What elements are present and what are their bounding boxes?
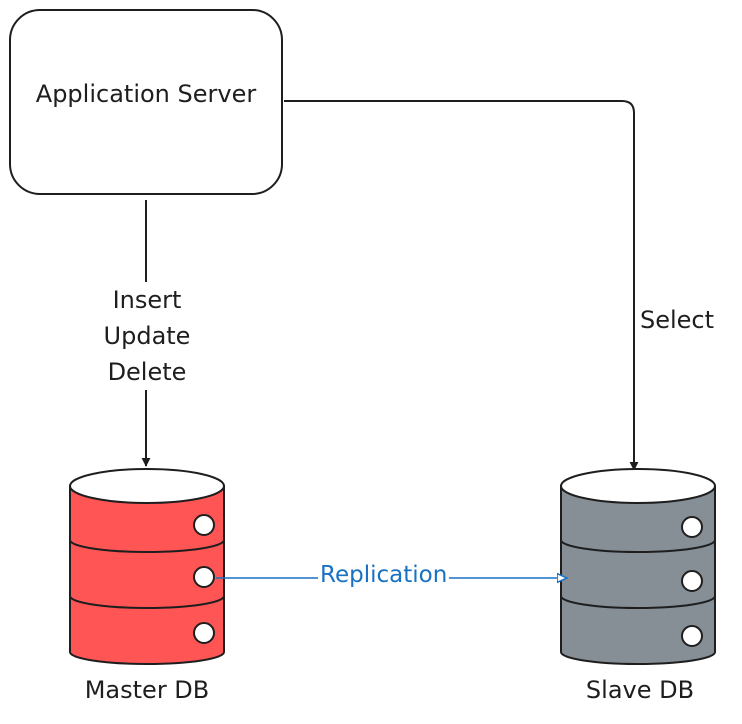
slave-db-indicator-icon (681, 625, 703, 647)
application-server-box (9, 9, 283, 195)
slave-db-label: Slave DB (585, 676, 695, 704)
slave-db-icon (560, 468, 716, 665)
master-db-indicator-icon (193, 566, 215, 588)
replication-label: Replication (318, 562, 450, 588)
master-db-indicator-icon (193, 514, 215, 536)
write-operations-label: Insert Update Delete (62, 282, 232, 390)
master-db-label: Master DB (84, 676, 210, 704)
read-operation-label: Select (640, 306, 715, 334)
slave-db-indicator-icon (681, 516, 703, 538)
write-op-update: Update (103, 322, 191, 350)
write-op-insert: Insert (112, 286, 182, 314)
write-op-delete: Delete (107, 358, 187, 386)
slave-db-indicator-icon (681, 570, 703, 592)
master-db-indicator-icon (193, 622, 215, 644)
master-db-icon (69, 468, 225, 665)
read-edge (284, 100, 639, 471)
application-server-label: Application Server (35, 80, 257, 108)
